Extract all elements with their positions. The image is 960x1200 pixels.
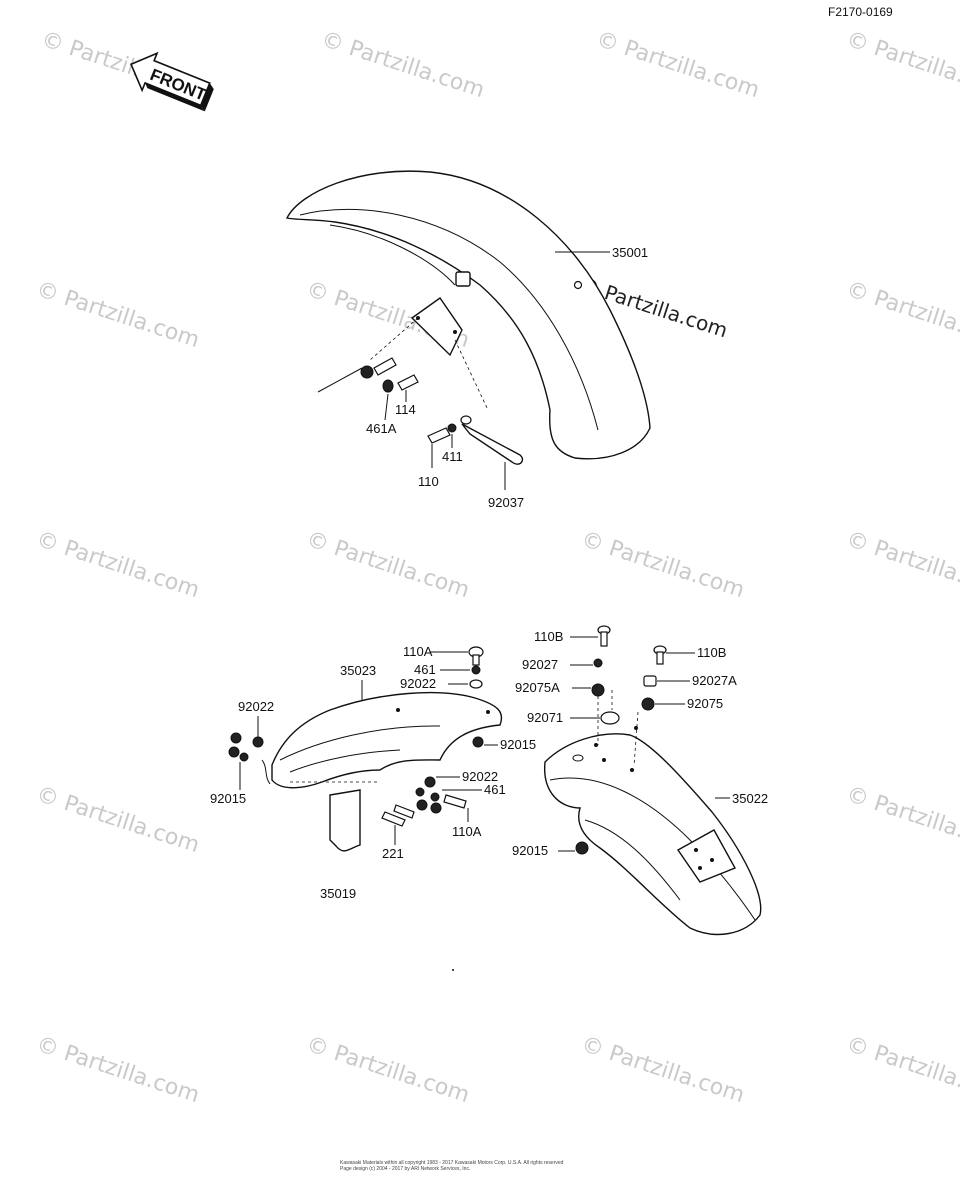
part-ref-92022-mid: 92022 [462,769,498,784]
part-ref-35001: 35001 [612,245,648,260]
part-ref-110A-mid: 110A [452,824,482,839]
part-ref-92015-rear-left: 92015 [500,737,536,752]
part-ref-35022: 35022 [732,791,768,806]
watermark: © Partzilla.com [33,782,202,858]
front-fender-callouts: 35001 114 461A 411 110 92037 [366,245,648,510]
rear-front-hardware [228,646,484,852]
watermark: © Partzilla.com [303,1032,472,1108]
watermark: © Partzilla.com [578,527,747,603]
footer-line-1: Kawasaki Materials within all copyright … [340,1160,564,1166]
part-ref-461-mid: 461 [484,782,506,797]
part-ref-92027A: 92027A [692,673,737,688]
part-ref-92015-bottom: 92015 [512,843,548,858]
diagram-id: F2170-0169 [828,5,893,19]
rear-rear-callouts: 110B 92027 92075A 92071 110B 92027A 9207… [512,629,768,858]
watermark: © Partzilla.com [843,1032,960,1108]
footer-line-2: Page design (c) 2004 - 2017 by ARI Netwo… [340,1166,470,1172]
rear-fender-front-section [261,691,503,789]
watermark: © Partzilla.com [318,27,487,103]
part-ref-92075: 92075 [687,696,723,711]
part-ref-35023: 35023 [340,663,376,678]
part-ref-92037: 92037 [488,495,524,510]
part-ref-35019: 35019 [320,886,356,901]
part-ref-461-top: 461 [414,662,436,677]
watermark-layer: © Partzilla.com © Partzilla.com © Partzi… [33,27,960,1108]
watermark: © Partzilla.com [303,527,472,603]
front-fender-hardware [360,357,524,465]
watermark: © Partzilla.com [33,277,202,353]
rear-fender-rear-section [544,726,762,936]
part-ref-221: 221 [382,846,404,861]
part-ref-92075A: 92075A [515,680,560,695]
watermark: © Partzilla.com [843,27,960,103]
part-ref-461A: 461A [366,421,397,436]
watermark: © Partzilla.com [33,527,202,603]
part-ref-110B-right: 110B [697,645,726,660]
rear-rear-hardware [575,625,667,855]
part-ref-92022-top: 92022 [400,676,436,691]
rear-front-callouts: 110A 461 92022 35023 92015 92022 92015 9… [210,644,536,901]
part-ref-92071: 92071 [527,710,563,725]
part-ref-110A-top: 110A [403,644,433,659]
part-ref-92022-left: 92022 [238,699,274,714]
part-ref-110: 110 [418,474,439,489]
watermark: © Partzilla.com [843,527,960,603]
part-ref-92015-left: 92015 [210,791,246,806]
part-ref-114: 114 [395,402,416,417]
watermark: © Partzilla.com [843,277,960,353]
footer: Kawasaki Materials within all copyright … [340,1160,564,1172]
watermark: © Partzilla.com [33,1032,202,1108]
front-fender [285,170,651,460]
watermark: © Partzilla.com [578,1032,747,1108]
part-ref-110B-left: 110B [534,629,563,644]
watermark: © Partzilla.com [593,27,762,103]
watermark: © Partzilla.com [843,782,960,858]
part-ref-411: 411 [442,449,463,464]
part-ref-92027: 92027 [522,657,558,672]
